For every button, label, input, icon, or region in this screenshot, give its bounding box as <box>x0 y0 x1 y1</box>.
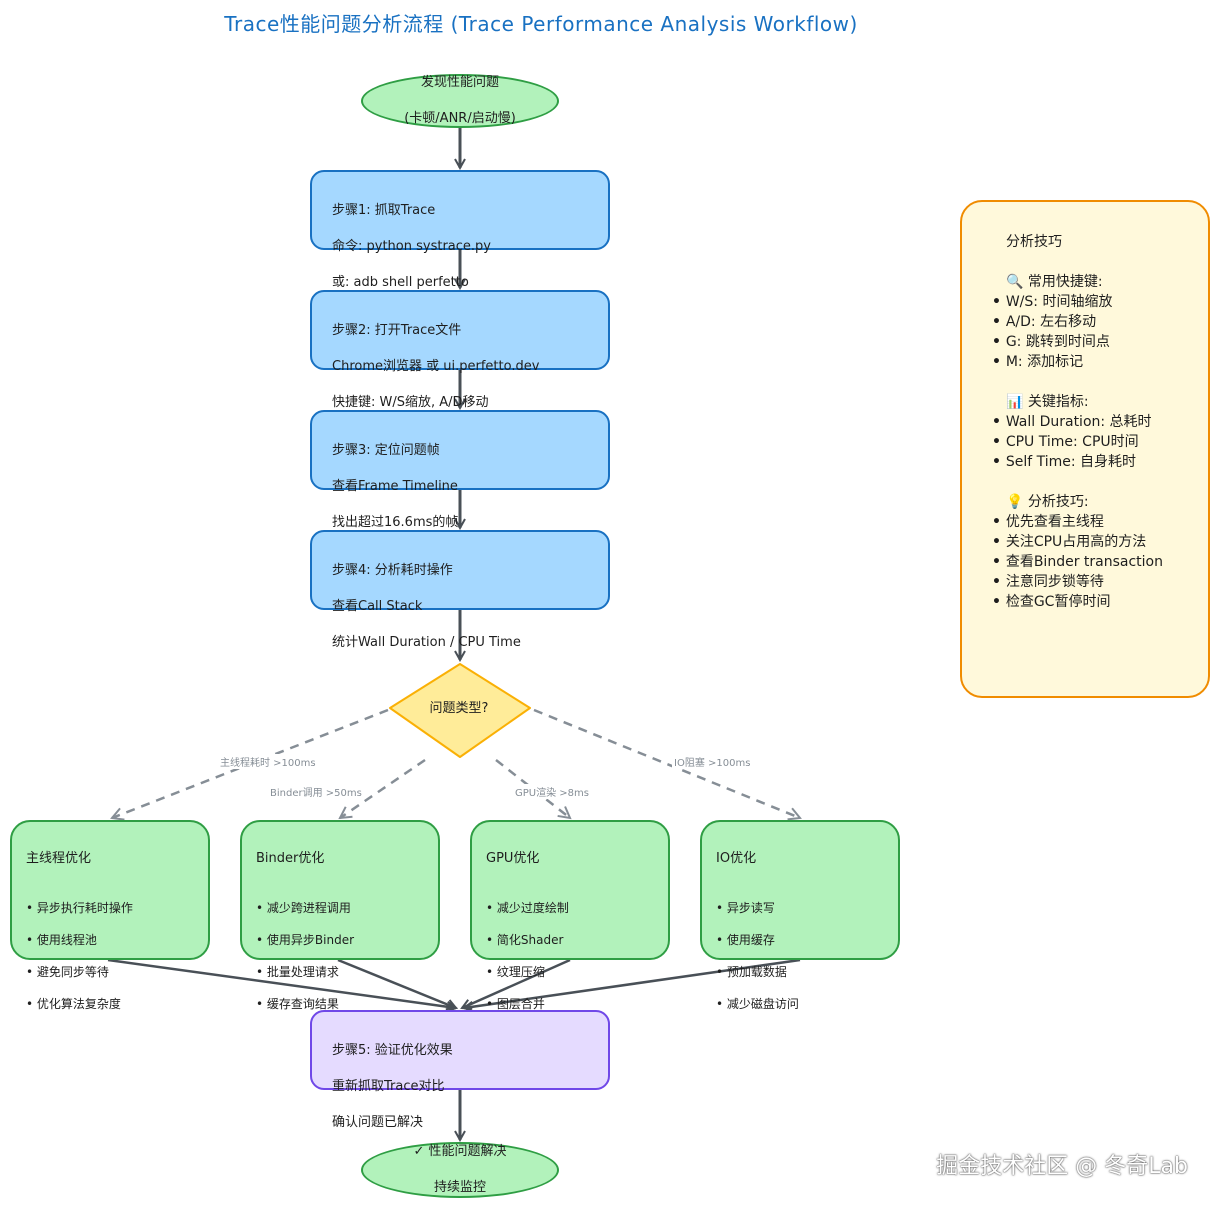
step-2-line-2: Chrome浏览器 或 ui.perfetto.dev <box>332 359 540 374</box>
start-node: 发现性能问题 (卡顿/ANR/启动慢) <box>361 74 559 128</box>
step-2-box: 步骤2: 打开Trace文件 Chrome浏览器 或 ui.perfetto.d… <box>310 290 610 410</box>
edge-decision-io <box>533 708 800 818</box>
binder-item: 批量处理请求 <box>256 964 424 980</box>
shortcut-item: G: 跳转到时间点 <box>992 332 1190 352</box>
bar-chart-icon: 📊 <box>1006 394 1024 410</box>
gpu-item: 图层合并 <box>486 996 654 1012</box>
step-1-line-2: 命令: python systrace.py <box>332 239 491 254</box>
analysis-tips-panel: 分析技巧 🔍 常用快捷键: W/S: 时间轴缩放 A/D: 左右移动 G: 跳转… <box>960 200 1210 698</box>
step-2-line-3: 快捷键: W/S缩放, A/D移动 <box>332 395 489 410</box>
step-4-line-3: 统计Wall Duration / CPU Time <box>332 635 521 650</box>
lightbulb-icon: 💡 <box>1006 494 1024 510</box>
gpu-optimization-box: GPU优化 减少过度绘制 简化Shader 纹理压缩 图层合并 <box>470 820 670 1011</box>
step-5-title: 步骤5: 验证优化效果 <box>332 1043 453 1058</box>
decision-diamond <box>389 663 531 758</box>
metrics-heading: 关键指标: <box>1027 394 1089 410</box>
tips-section-shortcuts: 🔍 常用快捷键: W/S: 时间轴缩放 A/D: 左右移动 G: 跳转到时间点 … <box>1006 272 1190 372</box>
tips-heading: 分析技巧 <box>1006 234 1062 250</box>
gpu-item: 减少过度绘制 <box>486 900 654 916</box>
start-line-2: (卡顿/ANR/启动慢) <box>404 111 516 126</box>
binder-item: 减少跨进程调用 <box>256 900 424 916</box>
step-3-line-2: 查看Frame Timeline <box>332 479 458 494</box>
main-thread-item: 异步执行耗时操作 <box>26 900 194 916</box>
main-thread-item: 使用线程池 <box>26 932 194 948</box>
end-line-2: 持续监控 <box>433 1180 486 1195</box>
decision-label: 问题类型? <box>429 701 489 716</box>
step-1-title: 步骤1: 抓取Trace <box>332 203 436 218</box>
edge-label-binder: Binder调用 >50ms <box>268 784 364 799</box>
shortcuts-heading: 常用快捷键: <box>1027 274 1103 290</box>
techniques-heading: 分析技巧: <box>1027 494 1089 510</box>
technique-item: 注意同步锁等待 <box>992 572 1190 592</box>
magnifier-icon: 🔍 <box>1006 274 1024 290</box>
edge-label-gpu: GPU渲染 >8ms <box>513 784 591 799</box>
edge-decision-binder <box>340 758 426 818</box>
tips-section-metrics: 📊 关键指标: Wall Duration: 总耗时 CPU Time: CPU… <box>1006 392 1190 472</box>
step-3-line-3: 找出超过16.6ms的帧 <box>332 515 459 530</box>
technique-item: 查看Binder transaction <box>992 552 1190 572</box>
gpu-optimization-title: GPU优化 <box>486 851 540 866</box>
end-line-1: ✓ 性能问题解决 <box>413 1144 507 1159</box>
shortcut-item: W/S: 时间轴缩放 <box>992 292 1190 312</box>
shortcut-item: M: 添加标记 <box>992 352 1190 372</box>
step-5-verify-box: 步骤5: 验证优化效果 重新抓取Trace对比 确认问题已解决 <box>310 1010 610 1130</box>
io-optimization-title: IO优化 <box>716 851 757 866</box>
main-thread-optimization-box: 主线程优化 异步执行耗时操作 使用线程池 避免同步等待 优化算法复杂度 <box>10 820 210 1011</box>
tips-section-techniques: 💡 分析技巧: 优先查看主线程 关注CPU占用高的方法 查看Binder tra… <box>1006 492 1190 612</box>
metric-item: CPU Time: CPU时间 <box>992 432 1190 452</box>
step-3-title: 步骤3: 定位问题帧 <box>332 443 440 458</box>
end-node: ✓ 性能问题解决 持续监控 <box>361 1142 559 1198</box>
metric-item: Self Time: 自身耗时 <box>992 452 1190 472</box>
step-1-line-3: 或: adb shell perfetto <box>332 275 469 290</box>
main-thread-item: 优化算法复杂度 <box>26 996 194 1012</box>
io-item: 使用缓存 <box>716 932 884 948</box>
step-5-line-2: 重新抓取Trace对比 <box>332 1079 445 1094</box>
gpu-item: 纹理压缩 <box>486 964 654 980</box>
binder-item: 缓存查询结果 <box>256 996 424 1012</box>
technique-item: 检查GC暂停时间 <box>992 592 1190 612</box>
io-item: 预加载数据 <box>716 964 884 980</box>
step-4-box: 步骤4: 分析耗时操作 查看Call Stack 统计Wall Duration… <box>310 530 610 650</box>
binder-item: 使用异步Binder <box>256 932 424 948</box>
main-thread-optimization-title: 主线程优化 <box>26 851 92 866</box>
technique-item: 优先查看主线程 <box>992 512 1190 532</box>
technique-item: 关注CPU占用高的方法 <box>992 532 1190 552</box>
io-item: 异步读写 <box>716 900 884 916</box>
shortcut-item: A/D: 左右移动 <box>992 312 1190 332</box>
step-3-box: 步骤3: 定位问题帧 查看Frame Timeline 找出超过16.6ms的帧 <box>310 410 610 530</box>
main-thread-item: 避免同步等待 <box>26 964 194 980</box>
watermark: 掘金技术社区 @ 冬奇Lab <box>936 1154 1188 1179</box>
binder-optimization-title: Binder优化 <box>256 851 325 866</box>
gpu-item: 简化Shader <box>486 932 654 948</box>
edge-label-io: IO阻塞 >100ms <box>672 754 753 769</box>
metric-item: Wall Duration: 总耗时 <box>992 412 1190 432</box>
start-line-1: 发现性能问题 <box>420 75 499 90</box>
binder-optimization-box: Binder优化 减少跨进程调用 使用异步Binder 批量处理请求 缓存查询结… <box>240 820 440 1011</box>
diagram-title: Trace性能问题分析流程 (Trace Performance Analysi… <box>224 12 858 36</box>
step-1-box: 步骤1: 抓取Trace 命令: python systrace.py 或: a… <box>310 170 610 290</box>
step-2-title: 步骤2: 打开Trace文件 <box>332 323 462 338</box>
io-optimization-box: IO优化 异步读写 使用缓存 预加载数据 减少磁盘访问 <box>700 820 900 1011</box>
edge-label-main-thread: 主线程耗时 >100ms <box>218 754 318 769</box>
io-item: 减少磁盘访问 <box>716 996 884 1012</box>
step-4-title: 步骤4: 分析耗时操作 <box>332 563 453 578</box>
step-5-line-3: 确认问题已解决 <box>332 1115 424 1130</box>
step-4-line-2: 查看Call Stack <box>332 599 423 614</box>
